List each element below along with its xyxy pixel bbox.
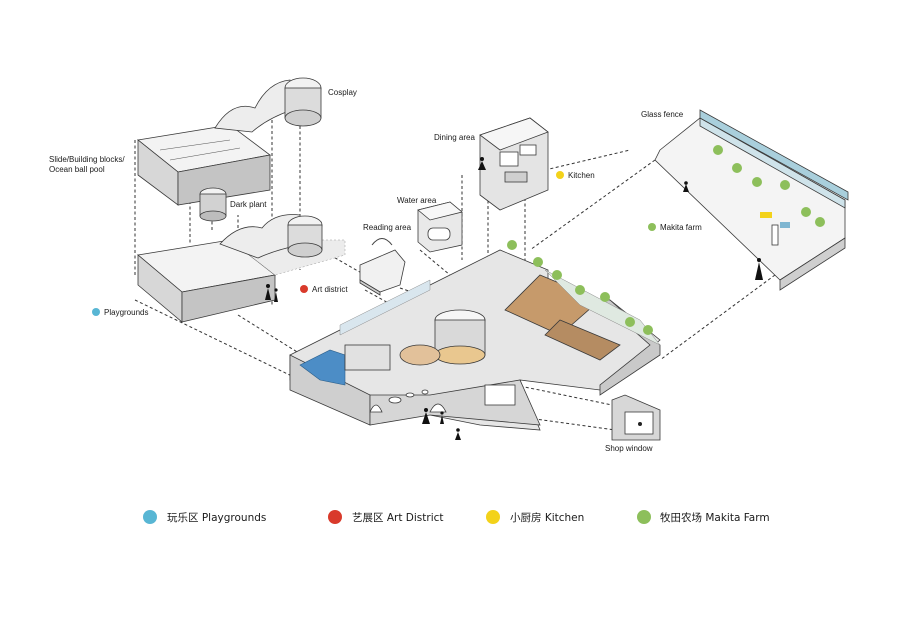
label-shop-window: Shop window (605, 444, 653, 453)
makita-farm-marker-dot (648, 223, 656, 231)
label-slide: Slide/Building blocks/ (49, 155, 125, 164)
water-area-block (417, 201, 463, 253)
label-dark-plant: Dark plant (230, 200, 267, 209)
label-art-district: Art district (312, 285, 348, 294)
building-trees (507, 240, 653, 335)
label-reading-area: Reading area (363, 223, 412, 232)
legend-item-makita-farm: 牧田农场 Makita Farm (637, 510, 770, 524)
playgrounds-marker-dot (92, 308, 100, 316)
upper-playground-floor (137, 77, 322, 206)
label-glass-fence: Glass fence (641, 110, 684, 119)
label-ocean: Ocean ball pool (49, 165, 105, 174)
facade-openings (369, 384, 516, 413)
art-oval-room (344, 344, 441, 371)
label-makita-farm: Makita farm (660, 223, 702, 232)
legend: 玩乐区 Playgrounds 艺展区 Art District 小厨房 Kit… (143, 510, 770, 524)
legend-label-makita-farm: 牧田农场 Makita Farm (660, 511, 770, 524)
farm-signs (760, 212, 790, 246)
label-cosplay: Cosplay (328, 88, 357, 97)
shop-window-block (611, 394, 661, 441)
reading-area-block (359, 238, 406, 296)
legend-swatch-playgrounds (143, 510, 157, 524)
legend-swatch-makita-farm (637, 510, 651, 524)
label-playgrounds: Playgrounds (104, 308, 148, 317)
legend-swatch-art-district (328, 510, 342, 524)
legend-swatch-kitchen (486, 510, 500, 524)
art-district-marker-dot (300, 285, 308, 293)
central-rotunda (434, 309, 486, 365)
dark-plant-cylinder (199, 187, 227, 222)
label-water-area: Water area (397, 196, 437, 205)
label-kitchen: Kitchen (568, 171, 595, 180)
people-silhouettes (265, 157, 763, 440)
kitchen-marker-dot (556, 171, 564, 179)
legend-label-playgrounds: 玩乐区 Playgrounds (167, 512, 266, 524)
legend-item-playgrounds: 玩乐区 Playgrounds (143, 510, 266, 524)
legend-label-kitchen: 小厨房 Kitchen (510, 511, 584, 524)
area-labels: Cosplay Slide/Building blocks/ Ocean bal… (49, 88, 702, 453)
zone-markers (92, 171, 656, 316)
legend-label-art-district: 艺展区 Art District (352, 512, 444, 524)
glass-wall-left (299, 279, 431, 386)
dining-area-block (479, 117, 549, 211)
legend-item-kitchen: 小厨房 Kitchen (486, 510, 584, 524)
main-building (289, 240, 661, 431)
makita-farm-block (654, 109, 849, 291)
legend-item-art-district: 艺展区 Art District (328, 510, 444, 524)
farm-trees (713, 145, 825, 227)
label-dining-area: Dining area (434, 133, 475, 142)
wood-floor-farm (504, 274, 621, 361)
lower-playground-floor (137, 214, 346, 323)
